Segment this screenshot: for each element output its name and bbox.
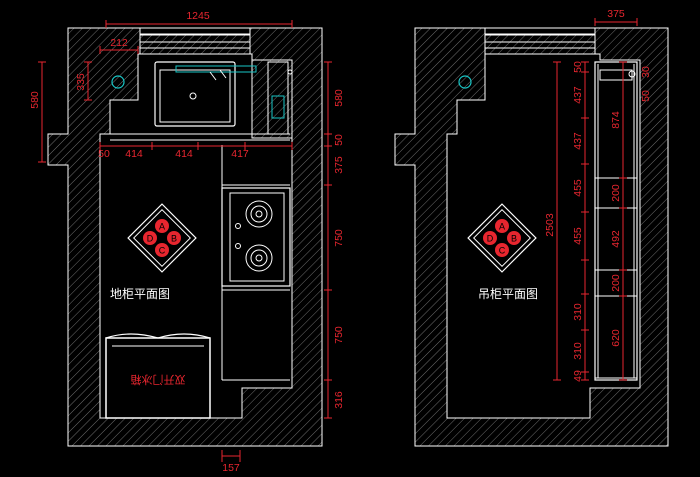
dim-label: 49 [572,370,584,382]
dim-label: 200 [610,184,622,202]
compass-letter: B [171,234,177,244]
dim-label: 50 [98,148,110,160]
left-plan-title: 地柜平面图 [110,287,170,301]
burner-icon [245,244,273,272]
burner-icon [245,200,273,228]
compass-diamond-left: A B C D [127,203,197,273]
refrigerator-label: 双开门冰箱 [131,373,186,387]
dim-label: 414 [125,148,143,160]
left-room-outline [99,59,293,419]
compass-letter: D [147,234,154,244]
left-pipe-circle [111,75,125,89]
dim-label: 50 [640,90,652,102]
left-top-window [139,27,251,55]
sink-outline [154,61,236,127]
dim-label: 455 [572,227,584,245]
dim-label: 455 [572,179,584,197]
right-plan-wall [394,27,669,447]
left-plan: A B C D 地柜平面图 双开门冰箱 1245 212 335 580 50 … [29,10,345,474]
dim-label: 750 [333,326,345,344]
compass-letter: A [499,222,505,232]
right-plan: A B C D 吊柜平面图 375 2503 50 437 437 455 45… [394,8,669,447]
dim-label: 414 [175,148,193,160]
compass-letter: B [511,234,517,244]
right-pipe-circle [458,75,472,89]
sink-drain-icon [189,92,197,100]
dim-label: 50 [572,61,584,73]
sink-faucet [175,65,257,73]
compass-diamond-right: A B C D [467,203,537,273]
compass-letter: C [159,246,166,256]
dim-label: 30 [640,66,652,78]
dim-label: 310 [572,342,584,360]
cooktop-outline [221,187,291,287]
dim-label: 157 [222,462,240,474]
dim-label: 50 [333,134,345,146]
dim-label: 580 [29,91,41,109]
right-top-window [484,27,596,55]
dim-label: 375 [607,8,625,20]
dim-label: 200 [610,274,622,292]
dim-label: 874 [610,111,622,129]
compass-letter: C [499,246,506,256]
right-plan-title: 吊柜平面图 [478,287,538,301]
dim-label: 437 [572,132,584,150]
compass-letter: A [159,222,165,232]
dim-label: 310 [572,303,584,321]
dim-label: 335 [75,73,87,91]
dim-label: 212 [110,37,128,49]
dim-label: 620 [610,329,622,347]
dim-label: 492 [610,230,622,248]
left-dimension-lines [38,20,332,462]
wall-cabinet-column [594,61,638,381]
dim-label: 580 [333,89,345,107]
dim-label: 2503 [544,213,556,237]
dim-label: 750 [333,229,345,247]
dim-label: 437 [572,86,584,104]
dim-label: 417 [231,148,249,160]
dim-label: 316 [333,391,345,409]
right-dimension-lines [553,18,638,381]
compass-letter: D [487,234,494,244]
dim-label: 375 [333,156,345,174]
dim-label: 1245 [186,10,210,22]
